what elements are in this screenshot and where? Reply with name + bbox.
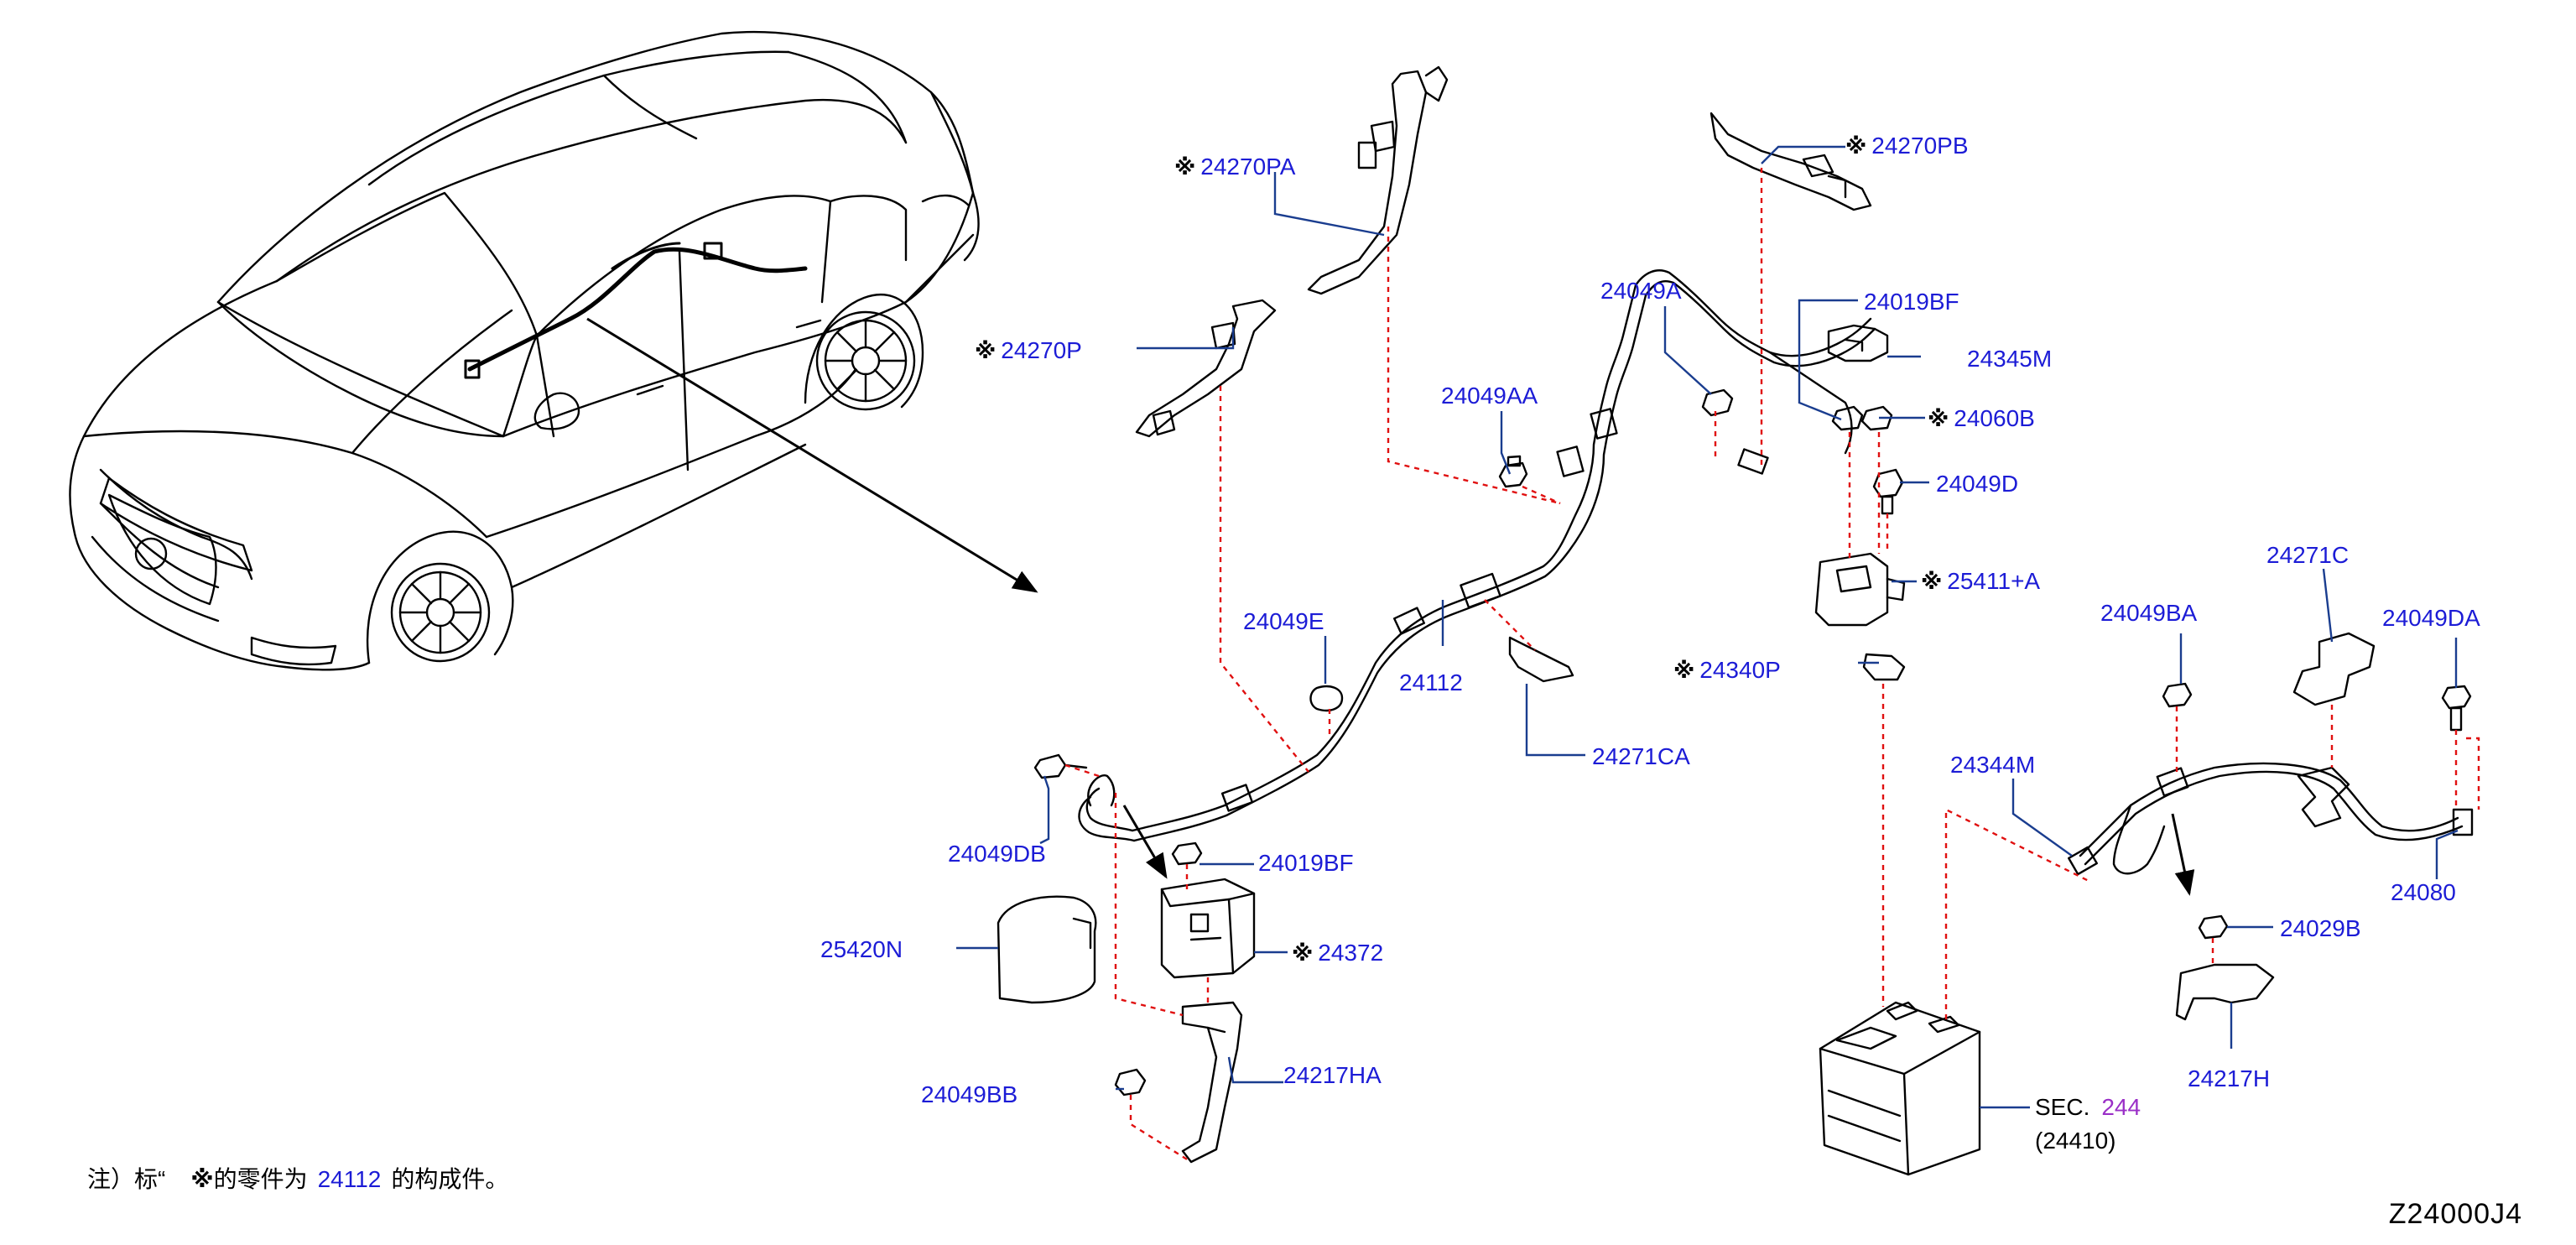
part-number: 24217H	[2188, 1065, 2271, 1091]
part-label-25420N[interactable]: 25420N	[820, 938, 903, 961]
part-label-24049E[interactable]: 24049E	[1243, 610, 1324, 633]
assembly-mark-icon: ※	[1174, 154, 1196, 180]
part-label-25411A[interactable]: ※25411+A	[1921, 570, 2040, 593]
part-number: 24049DB	[948, 841, 1046, 867]
assembly-mark-icon: ※	[1845, 133, 1867, 159]
part-number: 24049A	[1600, 278, 1682, 304]
part-number: 24372	[1318, 940, 1384, 966]
part-label-24049BA[interactable]: 24049BA	[2100, 602, 2197, 625]
part-label-24019BF-top[interactable]: 24019BF	[1864, 290, 1959, 314]
part-label-24270PB[interactable]: ※24270PB	[1845, 134, 1969, 158]
part-number: 24344M	[1950, 752, 2036, 778]
part-label-24271CA[interactable]: 24271CA	[1592, 745, 1690, 768]
part-number: 25411+A	[1947, 568, 2041, 594]
detail-arrows	[1122, 805, 2195, 896]
part-label-24217HA[interactable]: 24217HA	[1283, 1064, 1382, 1087]
assembly-mark-icon: ※	[1292, 940, 1314, 966]
part-number: 24049D	[1936, 471, 2019, 497]
part-number: 24271CA	[1592, 743, 1690, 769]
part-label-24080[interactable]: 24080	[2391, 881, 2456, 904]
part-label-24372[interactable]: ※24372	[1292, 941, 1383, 965]
part-number: 24049AA	[1441, 383, 1538, 409]
part-label-24049DA[interactable]: 24049DA	[2382, 607, 2480, 630]
section-part-number: (24410)	[2035, 1128, 2116, 1154]
part-number: 24049E	[1243, 608, 1324, 634]
part-label-24112[interactable]: 24112	[1399, 671, 1463, 695]
assembly-mark-icon: ※	[975, 338, 997, 363]
assembly-mark-icon: ※	[1921, 569, 1943, 594]
harness-parts	[997, 65, 2474, 1176]
part-number: 24019BF	[1258, 850, 1354, 876]
part-label-24060B[interactable]: ※24060B	[1928, 407, 2035, 430]
part-label-24049AA[interactable]: 24049AA	[1441, 384, 1538, 408]
part-label-24049A[interactable]: 24049A	[1600, 279, 1682, 303]
footnote-suffix: 的构成件。	[391, 1166, 509, 1192]
assembly-mark-icon: ※	[1928, 406, 1949, 431]
part-number: 24271C	[2266, 542, 2350, 568]
footnote: 注）标“ ※的零件为 24112 的构成件。	[87, 1168, 508, 1191]
assembly-mark-icon: ※	[1673, 658, 1695, 683]
part-number: 24049BA	[2100, 600, 2198, 626]
part-label-24345M[interactable]: 24345M	[1967, 347, 2052, 371]
part-number: 24345M	[1967, 346, 2053, 372]
part-number: 24217HA	[1283, 1062, 1382, 1088]
part-number: 24019BF	[1864, 289, 1959, 315]
part-label-24340P[interactable]: ※24340P	[1673, 659, 1781, 682]
leader-lines	[956, 145, 2459, 1109]
callout-arrow	[586, 317, 1038, 593]
part-number: 24049DA	[2382, 605, 2480, 631]
section-reference[interactable]: SEC. 244	[2035, 1096, 2141, 1119]
part-number: 24029B	[2280, 915, 2361, 941]
part-label-24019BF-bottom[interactable]: 24019BF	[1258, 852, 1354, 875]
part-number: 24112	[1399, 669, 1463, 695]
footnote-middle: 的零件为	[213, 1166, 308, 1192]
part-label-24270P[interactable]: ※24270P	[975, 339, 1082, 362]
section-prefix: SEC.	[2035, 1094, 2090, 1120]
assembly-dashed-lines	[1064, 168, 2480, 1164]
assembly-mark-icon: ※	[190, 1166, 214, 1192]
diagram-id: Z24000J4	[2388, 1198, 2522, 1230]
part-label-24344M[interactable]: 24344M	[1950, 753, 2035, 777]
part-label-24271C[interactable]: 24271C	[2266, 544, 2349, 567]
part-number: 24270PA	[1200, 154, 1296, 180]
part-number: 24340P	[1699, 657, 1781, 683]
section-number-link[interactable]: 244	[2101, 1094, 2141, 1120]
part-label-24217H[interactable]: 24217H	[2188, 1067, 2270, 1091]
part-number: 24270P	[1001, 337, 1082, 363]
part-number: 24060B	[1954, 405, 2035, 431]
footnote-prefix: 注）标“	[87, 1166, 166, 1192]
part-label-24270PA[interactable]: ※24270PA	[1174, 155, 1295, 179]
part-number: 24080	[2391, 879, 2456, 905]
part-label-24049D[interactable]: 24049D	[1936, 472, 2018, 496]
car-illustration	[69, 30, 980, 671]
part-label-24049BB[interactable]: 24049BB	[921, 1083, 1017, 1107]
footnote-part-link[interactable]: 24112	[317, 1166, 382, 1192]
part-label-24029B[interactable]: 24029B	[2280, 917, 2361, 940]
part-number: 24270PB	[1871, 133, 1969, 159]
part-label-24049DB[interactable]: 24049DB	[948, 842, 1046, 866]
part-number: 24049BB	[921, 1081, 1018, 1107]
part-number: 25420N	[820, 936, 903, 962]
